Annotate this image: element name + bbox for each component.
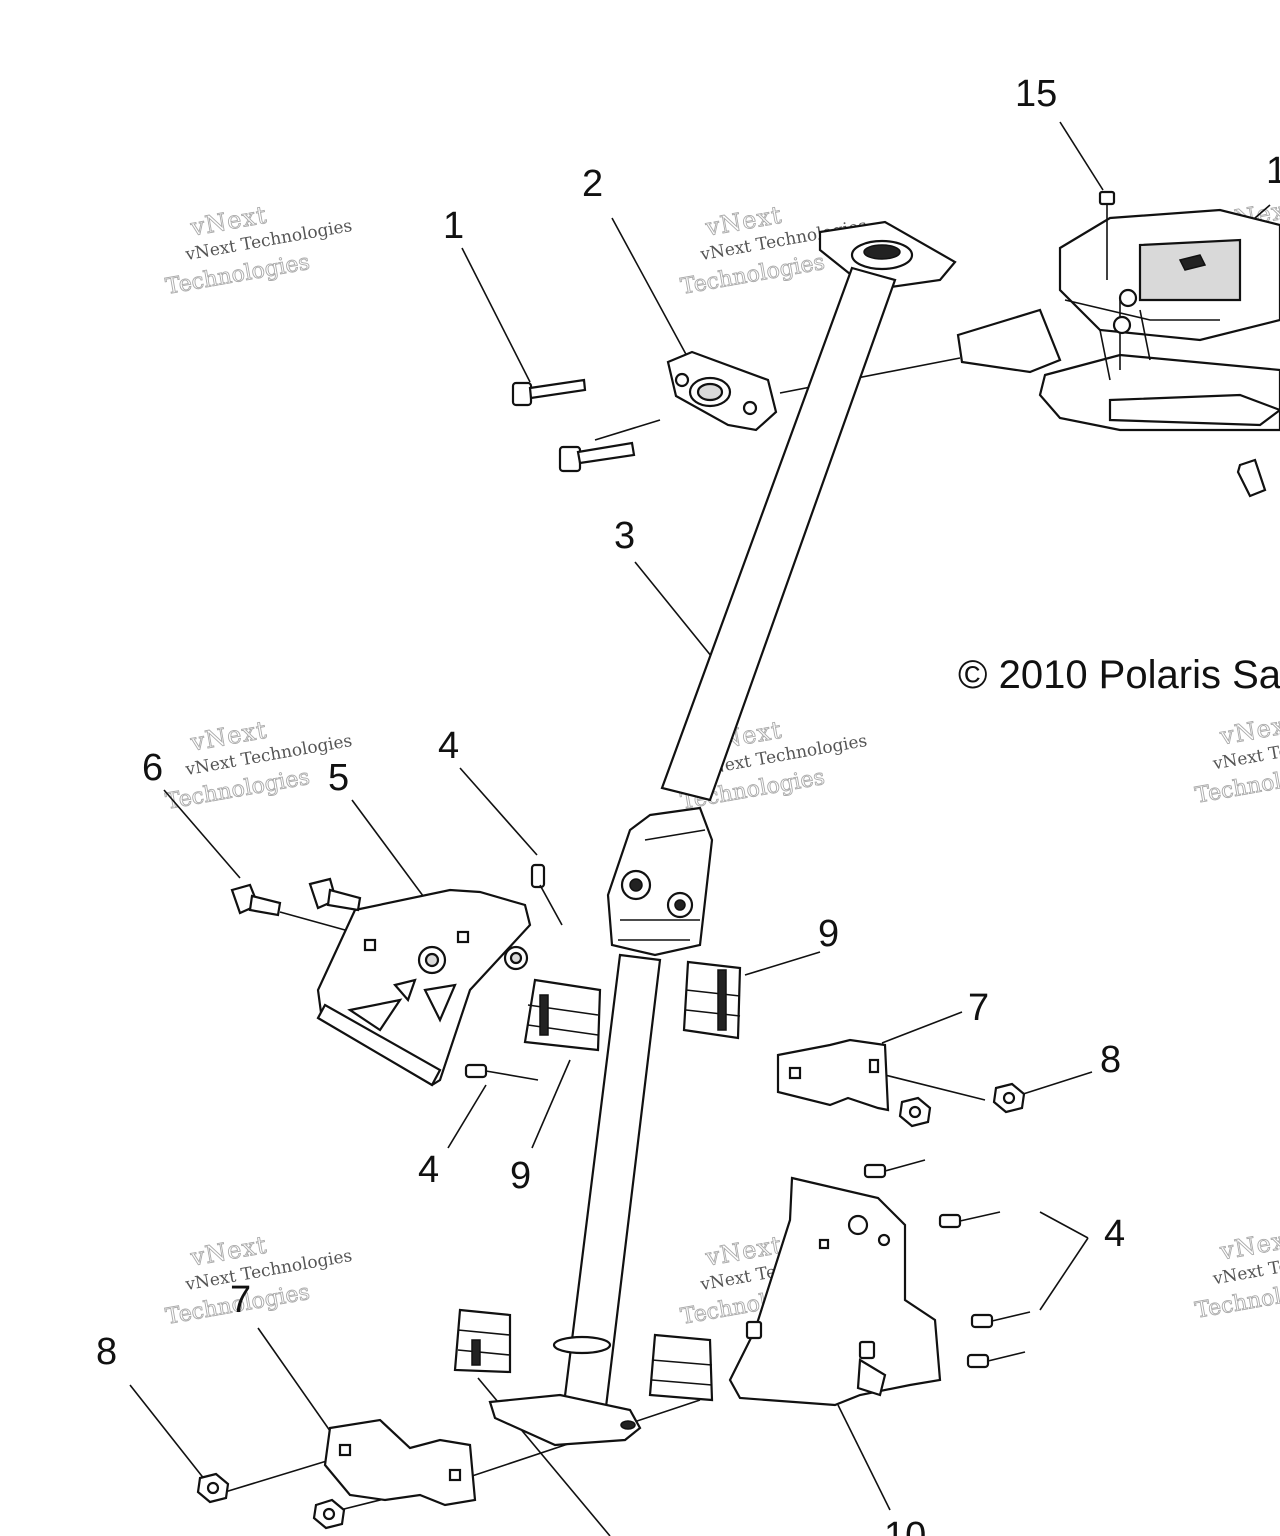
nut-part-8-lower-a — [196, 1472, 230, 1504]
callout-7-upper: 7 — [968, 987, 989, 1029]
bracket-part-10 — [728, 1176, 942, 1407]
callout-6: 6 — [142, 747, 163, 789]
nut-part-8-upper-b — [992, 1082, 1026, 1114]
clamp-part-7-upper — [776, 1038, 890, 1112]
watermark-top-left: vNext vNext Technologies Technologies — [163, 200, 353, 300]
pin-part-4-upper — [530, 863, 563, 926]
steering-wheel-hub — [956, 208, 1280, 498]
bolt-part-1-upper — [511, 378, 587, 407]
callout-2: 2 — [582, 163, 603, 205]
pin-part-4-lower — [464, 1063, 539, 1081]
callout-1-cut: 1 — [1266, 150, 1280, 192]
nut-part-8-upper-a — [898, 1096, 932, 1128]
bushing-part-9-left — [523, 978, 602, 1052]
callout-9-lower: 9 — [510, 1155, 531, 1197]
bolt-part-1-lower — [558, 441, 636, 473]
bushing-part-9-right — [682, 960, 742, 1040]
clamp-part-7-lower — [323, 1418, 477, 1507]
watermark-low-left: vNext vNext Technologies Technologies — [163, 1230, 353, 1330]
bolt-part-6-right — [308, 877, 362, 912]
callout-3: 3 — [614, 515, 635, 557]
bolt-part-6-left — [230, 883, 282, 917]
screw-part-15 — [1098, 190, 1116, 280]
callout-1: 1 — [443, 205, 464, 247]
callout-8-lower: 8 — [96, 1331, 117, 1373]
bushing-lower-left — [453, 1308, 512, 1374]
callout-4-right: 4 — [1104, 1213, 1125, 1255]
nut-part-8-lower-b — [312, 1498, 346, 1530]
callout-5: 5 — [328, 757, 349, 799]
callout-4-upper: 4 — [438, 725, 459, 767]
watermark-low-right: vNext vNext Technologies Technologies — [1193, 1224, 1280, 1324]
universal-joint — [606, 806, 714, 957]
pins-part-4-right — [863, 1159, 1031, 1369]
callout-9-upper: 9 — [818, 913, 839, 955]
callout-8-upper: 8 — [1100, 1039, 1121, 1081]
clamp-part-2 — [666, 350, 778, 432]
bushing-lower-right — [648, 1333, 714, 1402]
callout-15: 15 — [1015, 73, 1057, 115]
steering-shaft — [488, 220, 957, 1447]
bracket-part-5 — [316, 888, 532, 1087]
copyright-text: © 2010 Polaris Sa — [958, 653, 1280, 697]
callout-10: 10 — [884, 1515, 926, 1536]
callout-7-lower: 7 — [230, 1279, 251, 1321]
watermark-top-center: vNext vNext Technologies Technologies — [678, 200, 868, 300]
watermark-mid-right: vNext vNext Technologies Technologies — [1193, 709, 1280, 809]
callout-4-lower: 4 — [418, 1149, 439, 1191]
